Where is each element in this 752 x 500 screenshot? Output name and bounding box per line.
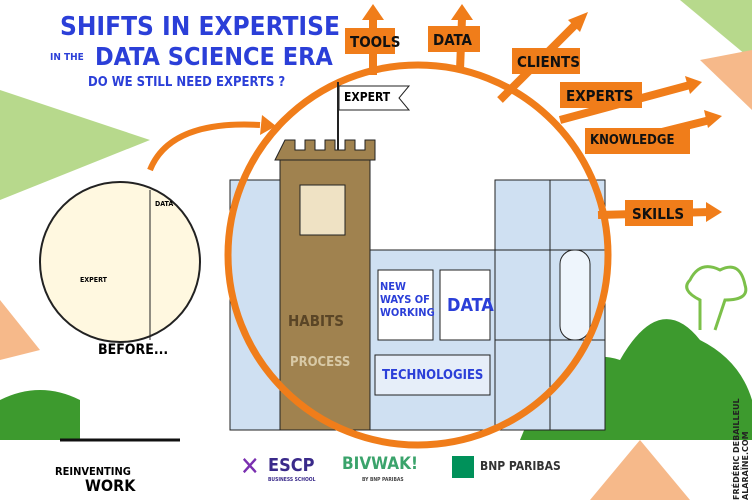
title-line2: DATA SCIENCE ERA [95, 42, 333, 71]
tower-habits: HABITS [288, 312, 344, 330]
arrow-label-tools: TOOLS [350, 33, 401, 51]
glass-elevator [559, 249, 591, 341]
tower-window [299, 184, 346, 236]
tree [685, 265, 748, 331]
orange-shape-left [0, 300, 40, 360]
hills-left [0, 390, 80, 440]
escp-sub: BUSINESS SCHOOL [268, 477, 316, 483]
green-triangle-left [0, 90, 150, 200]
bivwak-logo: BIVWAK! [342, 454, 418, 474]
orange-shape-right [700, 50, 752, 110]
arrow-label-data: DATA [433, 31, 472, 49]
flag-label: EXPERT [344, 90, 391, 104]
before-circle [39, 181, 201, 343]
orange-circle [224, 61, 612, 449]
subtitle: DO WE STILL NEED EXPERTS ? [88, 75, 286, 90]
before-arrow [147, 121, 261, 172]
orange-triangle-bottom [590, 440, 690, 500]
before-caption: BEFORE... [98, 342, 169, 358]
escp-logo: ESCP [268, 455, 315, 476]
bnp-logo: BNP PARIBAS [480, 459, 561, 473]
technologies: TECHNOLOGIES [382, 368, 484, 383]
arrow-label-experts: EXPERTS [566, 87, 634, 105]
new-ways-of-working: NEW WAYS OF WORKING [380, 280, 435, 319]
bivwak-sub: BY BNP PARIBAS [362, 477, 404, 483]
title-line1: SHIFTS IN EXPERTISE [60, 12, 340, 42]
tower-process: PROCESS [290, 355, 351, 370]
title-prefix: IN THE [50, 52, 84, 63]
artist-credit: FRÉDÉRIC DEBAILLEUL ALARAÏNE.COM [732, 398, 750, 500]
building-data: DATA [447, 295, 494, 316]
before-expert-sign: EXPERT [80, 276, 107, 284]
arrow-label-skills: SKILLS [632, 205, 685, 223]
arrow-label-clients: CLIENTS [517, 53, 580, 71]
tower-battlements [274, 139, 376, 161]
escp-logo-mark: ✕ [240, 452, 260, 482]
green-triangle-right [680, 0, 752, 60]
reinventing-text: REINVENTING [55, 465, 131, 478]
expert-flag [338, 85, 411, 111]
bnp-logo-mark [452, 456, 474, 478]
before-data-sign: DATA [155, 200, 174, 208]
work-text: WORK [85, 476, 136, 495]
arrow-label-knowledge: KNOWLEDGE [590, 133, 675, 148]
